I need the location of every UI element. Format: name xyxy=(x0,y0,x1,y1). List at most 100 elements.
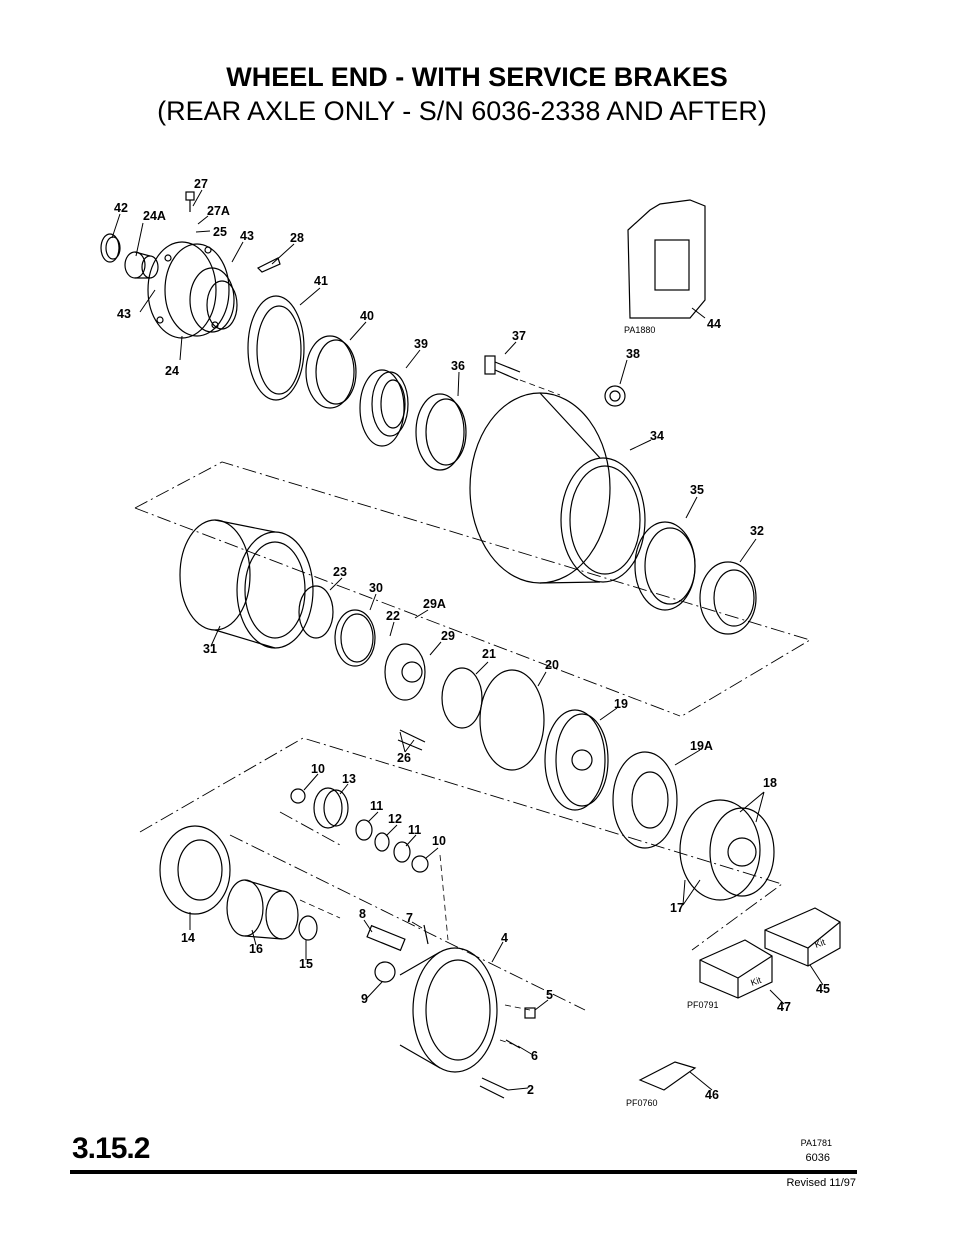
callout-34: 34 xyxy=(650,429,664,443)
callout-47: 47 xyxy=(777,1000,791,1014)
callout-22: 22 xyxy=(386,609,400,623)
bearing-cone-39 xyxy=(359,369,409,447)
callout-15: 15 xyxy=(299,957,313,971)
needle-bearing-11b xyxy=(393,841,411,863)
piston-19 xyxy=(544,709,609,811)
bleeder-28 xyxy=(256,257,281,273)
bearing-cup-40 xyxy=(305,335,357,409)
callout-4: 4 xyxy=(501,931,508,945)
spacer-12 xyxy=(374,832,390,852)
callout-10-upper: 10 xyxy=(311,762,325,776)
disc-21 xyxy=(441,667,483,729)
plate-20 xyxy=(479,669,545,771)
cover-14 xyxy=(159,825,231,915)
callout-2: 2 xyxy=(527,1083,534,1097)
callout-5: 5 xyxy=(546,988,553,1002)
footer-divider xyxy=(70,1170,857,1174)
bearing-cup-35 xyxy=(634,521,696,611)
callout-42: 42 xyxy=(114,201,128,215)
figure-code-pa1880: PA1880 xyxy=(624,325,655,335)
pin-8 xyxy=(366,924,406,952)
callout-11-right: 11 xyxy=(408,823,421,837)
callout-14: 14 xyxy=(181,931,195,945)
callout-20: 20 xyxy=(545,658,559,672)
brake-discs-18 xyxy=(679,799,775,901)
callout-40: 40 xyxy=(360,309,374,323)
snap-ring-30 xyxy=(334,609,376,667)
seal-41 xyxy=(247,295,305,401)
callout-32: 32 xyxy=(750,524,764,538)
callout-36: 36 xyxy=(451,359,465,373)
revision-date: Revised 11/97 xyxy=(786,1177,856,1189)
fitting-6 xyxy=(505,1039,521,1049)
callout-18: 18 xyxy=(763,776,777,790)
hub-24 xyxy=(147,241,238,339)
page-subtitle: (REAR AXLE ONLY - S/N 6036-2338 AND AFTE… xyxy=(157,96,767,126)
leader-lines xyxy=(111,189,824,1091)
callout-8: 8 xyxy=(359,907,366,921)
bolt-2 xyxy=(479,1077,509,1099)
figure-code-pa1781: PA1781 xyxy=(800,1138,832,1148)
bearing-cone-32 xyxy=(699,561,757,635)
callout-24: 24 xyxy=(165,364,179,378)
hub-housing-34 xyxy=(469,392,646,584)
callout-labels: 27 42 24A 27A 25 43 28 41 43 40 24 39 37… xyxy=(114,177,830,1102)
snap-ring-15 xyxy=(298,915,318,941)
spindle-4 xyxy=(399,947,498,1073)
carrier-29 xyxy=(384,643,426,701)
kit-label-45: Kit xyxy=(813,937,827,950)
callout-11-left: 11 xyxy=(370,799,383,813)
callout-27: 27 xyxy=(194,177,208,191)
wheel-stud-37 xyxy=(484,355,521,381)
callout-24A: 24A xyxy=(143,209,166,223)
callout-27A: 27A xyxy=(207,204,230,218)
model-number: 6036 xyxy=(805,1152,830,1164)
thrust-washer-23 xyxy=(298,585,334,639)
callout-44: 44 xyxy=(707,317,721,331)
fluid-jug-44 xyxy=(627,199,706,319)
callout-17: 17 xyxy=(670,901,684,915)
callout-46: 46 xyxy=(705,1088,719,1102)
wheel-nut-38 xyxy=(604,385,626,407)
assembly-outline-upper xyxy=(134,461,812,717)
figure-code-pf0760: PF0760 xyxy=(626,1098,658,1108)
callout-30: 30 xyxy=(369,581,383,595)
seal-kit-46 xyxy=(638,1061,697,1091)
callout-37: 37 xyxy=(512,329,526,343)
callout-23: 23 xyxy=(333,565,347,579)
bushing-42 xyxy=(100,233,121,263)
kit-box-47 xyxy=(699,939,773,999)
callout-43-upper: 43 xyxy=(240,229,254,243)
callout-16: 16 xyxy=(249,942,263,956)
callout-9: 9 xyxy=(361,992,368,1006)
callout-13: 13 xyxy=(342,772,356,786)
plate-19A xyxy=(612,751,678,849)
sun-gear-16 xyxy=(226,879,299,940)
callout-10-lower: 10 xyxy=(432,834,446,848)
callout-26: 26 xyxy=(397,751,411,765)
kit-label-47: Kit xyxy=(749,975,763,988)
callout-45: 45 xyxy=(816,982,830,996)
leader-dash-lines xyxy=(299,379,561,1045)
bushing-24A xyxy=(124,251,159,279)
callout-29: 29 xyxy=(441,629,455,643)
callout-6: 6 xyxy=(531,1049,538,1063)
callout-43-lower: 43 xyxy=(117,307,131,321)
callout-29A: 29A xyxy=(423,597,446,611)
callout-31: 31 xyxy=(203,642,217,656)
section-number: 3.15.2 xyxy=(72,1132,150,1165)
ring-gear-31 xyxy=(179,519,314,649)
callout-12: 12 xyxy=(388,812,402,826)
callout-25: 25 xyxy=(213,225,227,239)
snap-ring-10a xyxy=(290,788,306,804)
callout-19A: 19A xyxy=(690,739,713,753)
fitting-27 xyxy=(185,191,195,212)
callout-41: 41 xyxy=(314,274,328,288)
callout-38: 38 xyxy=(626,347,640,361)
callout-19: 19 xyxy=(614,697,628,711)
callout-28: 28 xyxy=(290,231,304,245)
planet-gear-13 xyxy=(313,787,349,829)
figure-code-pf0791: PF0791 xyxy=(687,1000,719,1010)
page-title: WHEEL END - WITH SERVICE BRAKES xyxy=(226,62,728,92)
